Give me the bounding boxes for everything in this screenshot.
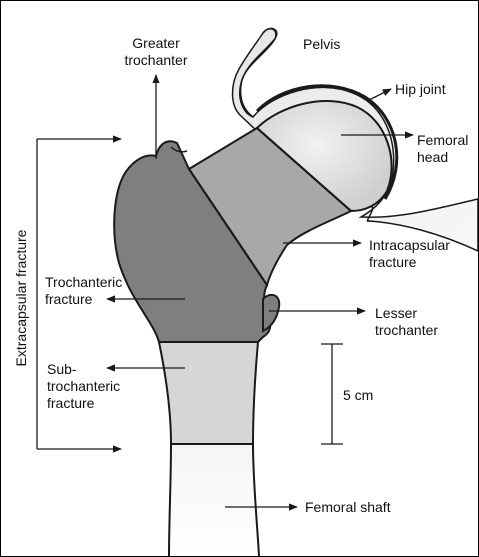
hip-joint-arc xyxy=(255,84,399,200)
label-intracapsular-fracture: Intracapsular fracture xyxy=(369,237,450,270)
label-femoral-shaft: Femoral shaft xyxy=(305,499,391,515)
label-lesser-trochanter: Lesser trochanter xyxy=(375,305,439,338)
neck-fracture-line xyxy=(188,168,268,286)
lesser-trochanter-bump xyxy=(262,293,281,333)
femoral-neck xyxy=(187,126,353,288)
pelvis-outline xyxy=(239,27,278,118)
arrow-hip-joint xyxy=(366,88,392,102)
shaft-outline-left xyxy=(168,443,172,556)
label-greater-trochanter: Greater trochanter xyxy=(124,35,188,68)
subtrochanteric-region xyxy=(157,341,260,445)
head-fracture-line xyxy=(256,127,352,212)
greater-trochanter-tip xyxy=(170,146,188,153)
label-hip-joint: Hip joint xyxy=(395,81,446,97)
label-extracapsular-fracture: Extracapsular fracture xyxy=(13,229,29,367)
label-subtrochanteric-fracture: Sub- trochanteric fracture xyxy=(47,361,121,411)
label-trochanteric-fracture: Trochanteric fracture xyxy=(45,274,123,307)
label-femoral-head: Femoral head xyxy=(417,132,469,165)
label-five-cm: 5 cm xyxy=(343,387,374,403)
label-pelvis: Pelvis xyxy=(303,36,341,52)
shaft-outline-right xyxy=(252,443,260,556)
